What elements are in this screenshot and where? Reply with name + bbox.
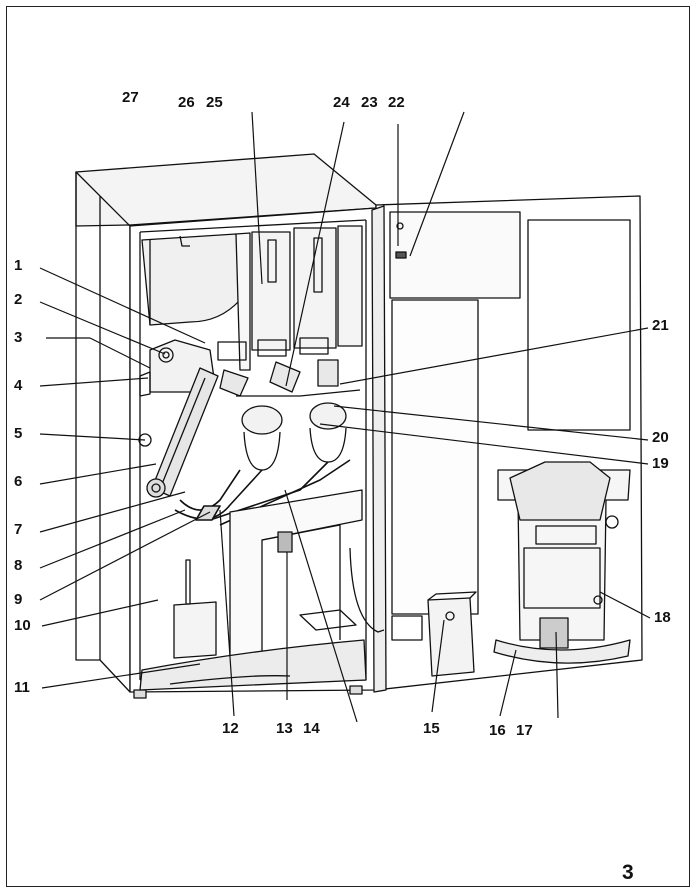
- callout-20: 20: [652, 429, 669, 446]
- callout-16: 16: [489, 722, 506, 739]
- callout-5: 5: [14, 425, 23, 442]
- mixing-units: [219, 359, 361, 471]
- figure-number: 3: [622, 861, 634, 884]
- leader-lines: [39, 111, 651, 723]
- callout-10: 10: [14, 617, 31, 634]
- callout-7: 7: [14, 521, 23, 538]
- callout-8: 8: [14, 557, 23, 574]
- coin-mechanism: [493, 461, 631, 664]
- brewer-arm: [138, 339, 219, 498]
- callout-15: 15: [423, 720, 440, 737]
- callout-25: 25: [206, 94, 223, 111]
- callout-1: 1: [14, 257, 23, 274]
- callout-17: 17: [516, 722, 533, 739]
- callout-26: 26: [178, 94, 195, 111]
- callout-6: 6: [14, 473, 23, 490]
- callout-14: 14: [303, 720, 320, 737]
- callout-19: 19: [652, 455, 669, 472]
- callout-27: 27: [122, 89, 139, 106]
- top-container: [141, 233, 241, 326]
- callout-18: 18: [654, 609, 671, 626]
- callout-3: 3: [14, 329, 23, 346]
- callout-4: 4: [14, 377, 23, 394]
- callout-9: 9: [14, 591, 23, 608]
- callout-11: 11: [14, 679, 30, 696]
- callout-24: 24: [333, 94, 350, 111]
- callout-21: 21: [652, 317, 669, 334]
- callout-13: 13: [276, 720, 293, 737]
- callout-2: 2: [14, 291, 23, 308]
- callout-23: 23: [361, 94, 378, 111]
- canisters: [217, 225, 363, 371]
- callout-12: 12: [222, 720, 239, 737]
- lower-compartment: [139, 489, 367, 691]
- callout-22: 22: [388, 94, 405, 111]
